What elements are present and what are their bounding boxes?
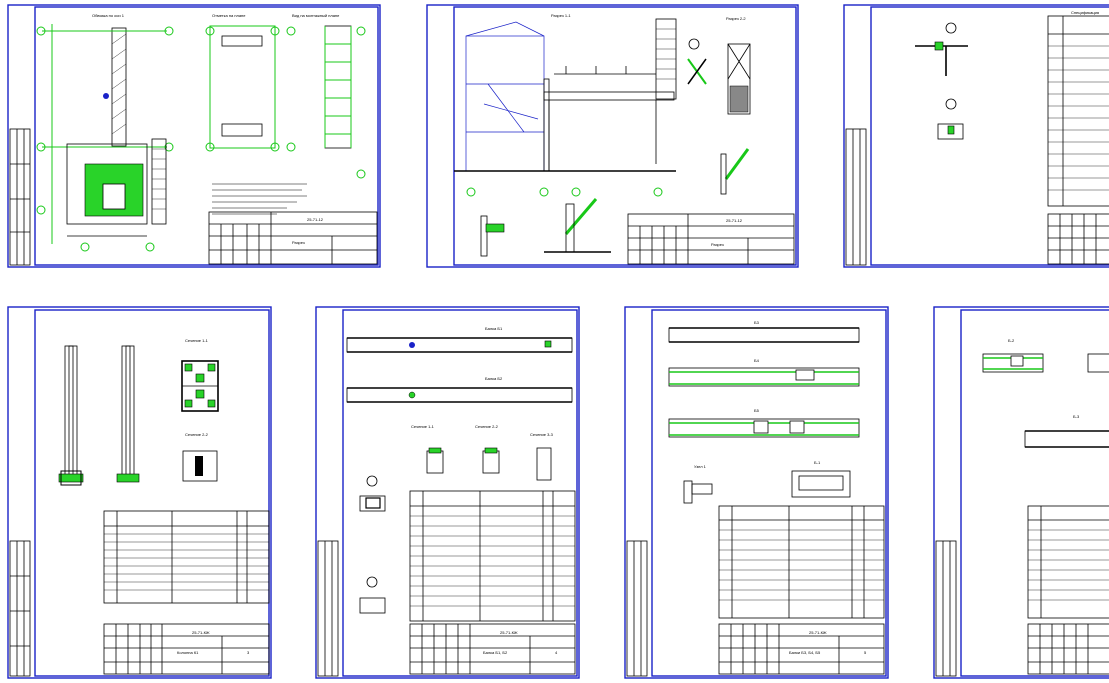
- sheet-5-view-2: Балка Б2: [485, 376, 503, 381]
- sheet-6-code: 25-71-КЖ: [809, 630, 827, 635]
- sheet-6-name: Балки Б3, Б4, Б5: [789, 650, 821, 655]
- sheet-4-no: 3: [247, 650, 250, 655]
- sheet-6-view-2: Б4: [754, 358, 760, 363]
- sheet-4-view-2: Сечение 2-2: [185, 432, 209, 437]
- sheet-6-view-5: Б-1: [814, 460, 821, 465]
- sheet-5-no: 4: [555, 650, 558, 655]
- sheet-5-view-4: Сечение 2-2: [475, 424, 499, 429]
- sheet-5-name: Балка Б1, Б2: [483, 650, 508, 655]
- sheet-4-view-1: Сечение 1-1: [185, 338, 209, 343]
- sheet-1-view-1: Обвязка по оси 1: [92, 13, 125, 18]
- sheet-6-no: 5: [864, 650, 867, 655]
- sheet-6-view-4: Узел 1: [694, 464, 707, 469]
- sheet-3-view-1: Спецификация: [1071, 10, 1099, 15]
- drawing-sheet-2[interactable]: 25-71-12 Разрез Разрез 1-1 Разрез 2-2: [426, 4, 799, 268]
- sheet-3-svg: Спецификация: [843, 4, 1109, 268]
- sheet-5-svg: Балка Б1 Балка Б2 Сечение 1-1 Сечение 2-…: [315, 306, 580, 679]
- sheet-1-code: 25-71-12: [307, 217, 324, 222]
- sheet-2-name: Разрез: [711, 242, 724, 247]
- sheet-7-view-2: Б-3: [1073, 414, 1080, 419]
- sheet-2-svg: 25-71-12 Разрез Разрез 1-1 Разрез 2-2: [426, 4, 799, 268]
- sheet-2-code: 25-71-12: [726, 218, 743, 223]
- sheet-5-view-3: Сечение 1-1: [411, 424, 435, 429]
- drawing-sheet-1[interactable]: 25-71-12 Разрез Обвязка по оси 1 Отметка…: [7, 4, 381, 268]
- sheet-1-view-3: Отметка на плане: [212, 13, 246, 18]
- sheet-6-svg: Б3 Б4 Б5 Узел 1 Б-1 25-71-КЖ Балки Б3, Б…: [624, 306, 889, 679]
- sheet-1-svg: 25-71-12 Разрез Обвязка по оси 1 Отметка…: [7, 4, 381, 268]
- sheet-7-view-1: Б-2: [1008, 338, 1015, 343]
- sheet-4-name: Колонна К1: [177, 650, 199, 655]
- sheet-1-name: Разрез: [292, 240, 305, 245]
- sheet-1-view-4: Вид на монтажный плане: [292, 13, 340, 18]
- drawing-sheet-3[interactable]: Спецификация: [843, 4, 1109, 268]
- sheet-4-svg: Сечение 1-1 Сечение 2-2 25-71-КЖ Колонна…: [7, 306, 272, 679]
- sheet-2-view-1: Разрез 1-1: [551, 13, 571, 18]
- sheet-5-view-1: Балка Б1: [485, 326, 503, 331]
- sheet-2-view-2: Разрез 2-2: [726, 16, 746, 21]
- sheet-6-view-1: Б3: [754, 320, 760, 325]
- sheet-5-code: 25-71-КЖ: [500, 630, 518, 635]
- sheet-6-view-3: Б5: [754, 408, 760, 413]
- drawing-sheet-7[interactable]: Б-2 Б-3: [933, 306, 1109, 679]
- sheet-5-view-5: Сечение 3-3: [530, 432, 554, 437]
- drawing-sheet-6[interactable]: Б3 Б4 Б5 Узел 1 Б-1 25-71-КЖ Балки Б3, Б…: [624, 306, 889, 679]
- sheet-4-code: 25-71-КЖ: [192, 630, 210, 635]
- drawing-sheet-4[interactable]: Сечение 1-1 Сечение 2-2 25-71-КЖ Колонна…: [7, 306, 272, 679]
- sheet-7-svg: Б-2 Б-3: [933, 306, 1109, 679]
- drawing-sheet-5[interactable]: Балка Б1 Балка Б2 Сечение 1-1 Сечение 2-…: [315, 306, 580, 679]
